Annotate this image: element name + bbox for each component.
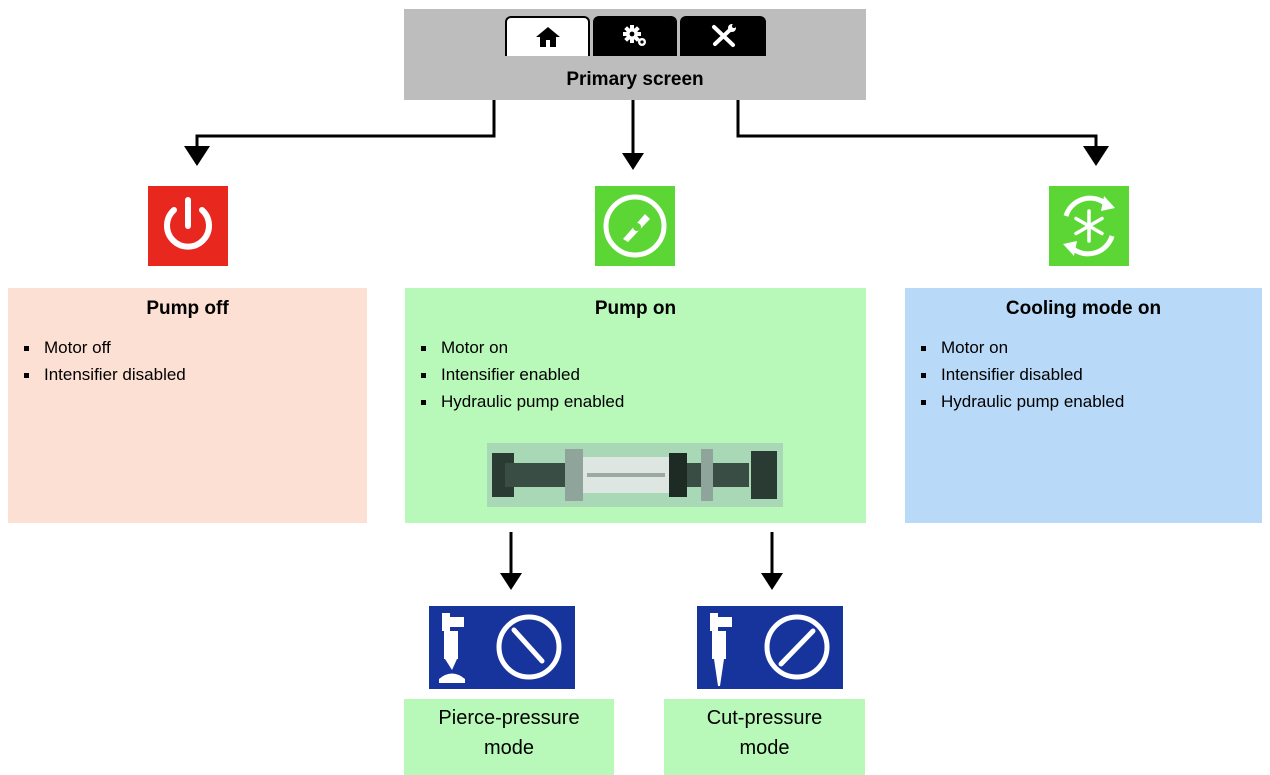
pump-off-title: Pump off <box>146 298 229 319</box>
tab-tools[interactable] <box>680 16 766 56</box>
cooling-mode-list: Motor on Intensifier disabled Hydraulic … <box>917 334 1250 415</box>
home-icon <box>535 27 560 47</box>
cooling-mode-panel: Cooling mode on Motor on Intensifier dis… <box>905 288 1262 523</box>
tab-settings[interactable] <box>593 16 677 56</box>
cut-pressure-label-line2: mode <box>739 737 790 759</box>
cut-pressure-label-line1: Cut-pressure <box>706 707 823 729</box>
list-item: Hydraulic pump enabled <box>917 388 1250 415</box>
connector-to-cooling <box>736 100 1098 148</box>
cut-pressure-icon <box>697 606 843 689</box>
pump-on-list: Motor on Intensifier enabled Hydraulic p… <box>417 334 854 415</box>
connector-to-pump-off <box>195 100 496 148</box>
list-item: Motor on <box>417 334 854 361</box>
arrowhead-cut <box>761 573 783 590</box>
pierce-pressure-label: Pierce-pressure mode <box>404 699 614 775</box>
arrowhead-pierce <box>500 573 522 590</box>
primary-screen: Primary screen <box>404 9 866 100</box>
pierce-pressure-label-line1: Pierce-pressure <box>438 707 580 729</box>
list-item: Hydraulic pump enabled <box>417 388 854 415</box>
arrowhead-pump-on <box>622 153 644 170</box>
pierce-pressure-label-line2: mode <box>483 737 535 759</box>
primary-screen-title: Primary screen <box>566 69 704 90</box>
list-item: Motor off <box>20 334 355 361</box>
cooling-mode-title: Cooling mode on <box>1005 298 1162 319</box>
list-item: Motor on <box>917 334 1250 361</box>
list-item: Intensifier disabled <box>20 361 355 388</box>
list-item: Intensifier enabled <box>417 361 854 388</box>
power-icon <box>148 186 228 266</box>
pump-on-title: Pump on <box>594 298 677 319</box>
tools-icon <box>712 24 736 47</box>
cut-pressure-label: Cut-pressure mode <box>664 699 865 775</box>
pump-off-list: Motor off Intensifier disabled <box>20 334 355 388</box>
intensifier-image <box>487 443 783 507</box>
snowflake-cycle-icon <box>1049 186 1129 266</box>
arrowhead-pump-off <box>184 146 210 166</box>
list-item: Intensifier disabled <box>917 361 1250 388</box>
pierce-pressure-icon <box>429 606 575 689</box>
gauge-icon <box>595 186 675 266</box>
arrowhead-cooling <box>1083 146 1109 166</box>
pump-off-panel: Pump off Motor off Intensifier disabled <box>8 288 367 523</box>
tab-home[interactable] <box>505 16 590 56</box>
gear-icon <box>623 25 646 46</box>
